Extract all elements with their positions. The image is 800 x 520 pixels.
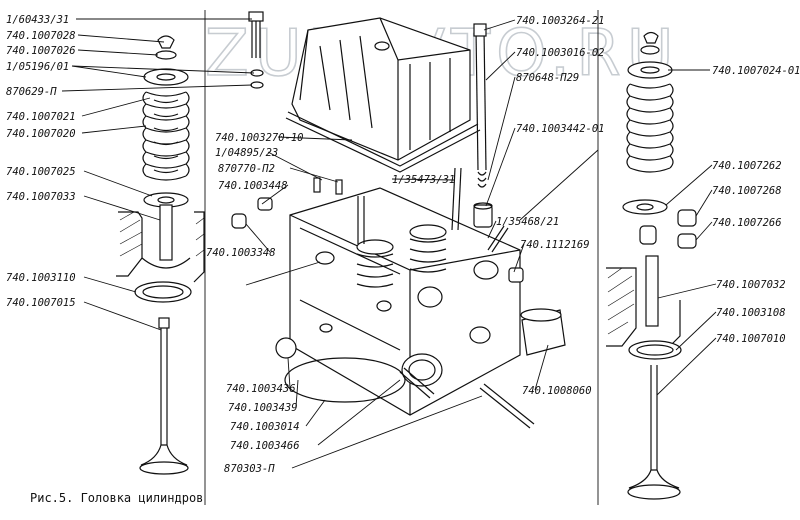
part-label: 870629-П xyxy=(6,86,57,98)
cylinder-head-body xyxy=(231,17,566,429)
part-label: 740.1003270-10 xyxy=(215,132,304,144)
part-label: 740.1003448 xyxy=(218,180,288,192)
part-label: 740.1007025 xyxy=(6,166,76,178)
part-label: 1/35473/31 xyxy=(392,174,455,186)
part-label: 740.1007020 xyxy=(6,128,76,140)
part-label: 740.1003110 xyxy=(6,272,76,284)
part-label: 740.1007032 xyxy=(716,279,786,291)
part-label: 870770-П2 xyxy=(218,163,275,175)
part-label: 1/05196/01 xyxy=(6,61,69,73)
part-label: 1/04895/23 xyxy=(215,147,278,159)
part-label: 740.1112169 xyxy=(520,239,590,251)
part-labels: 1/60433/31 740.1007028 740.1007026 1/051… xyxy=(6,14,800,475)
part-label: 740.1003348 xyxy=(206,247,276,259)
part-label: 740.1003439 xyxy=(228,402,298,414)
part-label: 1/35468/21 xyxy=(496,216,559,228)
part-label: 870648-П29 xyxy=(516,72,579,84)
part-label: 740.1003108 xyxy=(716,307,786,319)
part-label: 740.1003016-02 xyxy=(516,47,605,59)
right-valve-assembly xyxy=(606,31,697,500)
part-label: 740.1003466 xyxy=(230,440,300,452)
part-label: 740.1003264-21 xyxy=(516,15,605,27)
part-label: 740.1003442-01 xyxy=(516,123,605,135)
part-label: 740.1007026 xyxy=(6,45,76,57)
part-label: 740.1007010 xyxy=(716,333,786,345)
part-label: 740.1007024-01 xyxy=(712,65,800,77)
part-label: 870303-П xyxy=(224,463,275,475)
part-label: 740.1007021 xyxy=(6,111,76,123)
leader-lines xyxy=(61,18,717,469)
part-label: 740.1007028 xyxy=(6,30,76,42)
part-label: 740.1007266 xyxy=(712,217,782,229)
part-label: 740.1008060 xyxy=(522,385,592,397)
part-label: 1/60433/31 xyxy=(6,14,69,26)
part-label: 740.1003014 xyxy=(230,421,300,433)
part-label: 740.1003436 xyxy=(226,383,296,395)
left-valve-assembly xyxy=(116,11,264,475)
part-label: 740.1007015 xyxy=(6,297,76,309)
part-label: 740.1007262 xyxy=(712,160,782,172)
part-label: 740.1007033 xyxy=(6,191,76,203)
figure-caption: Рис.5. Головка цилиндров xyxy=(30,491,203,505)
part-label: 740.1007268 xyxy=(712,185,782,197)
